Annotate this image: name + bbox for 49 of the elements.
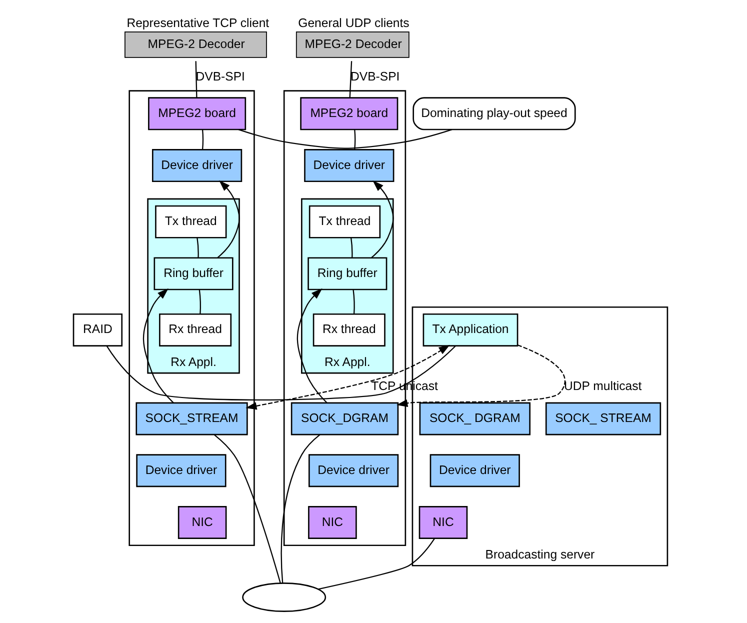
arrow [396, 344, 565, 407]
connector [194, 61, 197, 98]
connector [348, 61, 352, 98]
arrow [142, 288, 174, 404]
node-box: NIC [177, 506, 226, 539]
node-box: Tx thread [154, 205, 226, 238]
arrow [245, 344, 450, 410]
edge-label: UDP multicast [563, 378, 642, 393]
connector [201, 130, 204, 150]
connector [280, 434, 320, 583]
node-box: Device driver [429, 454, 520, 488]
node-box: Device driver [304, 149, 394, 182]
node-box: SOCK_DGRAM [290, 402, 398, 436]
node-box: Ring buffer [153, 257, 233, 290]
node-box: Dominating play-out speed [412, 97, 576, 130]
node-box: SOCK_ STREAM [544, 402, 661, 436]
node-box: Device driver [308, 454, 398, 488]
node-box: RAID [72, 313, 122, 346]
node-box: Rx thread [158, 313, 232, 346]
node-box: Device driver [136, 454, 226, 488]
edge-label: DVB-SPI [350, 69, 400, 84]
node-box: Tx Application [422, 313, 518, 346]
node-box: SOCK_ DGRAM [418, 402, 530, 436]
cluster [128, 90, 254, 546]
node-label: Representative TCP client [126, 16, 269, 30]
arrow [370, 180, 394, 258]
node-box: NIC [308, 506, 356, 539]
node-box: SOCK_STREAM [135, 402, 248, 436]
node-box: Tx thread [308, 205, 380, 238]
connector [352, 290, 354, 314]
edge-label: DVB-SPI [195, 69, 244, 84]
connector [318, 538, 435, 590]
arrow [216, 180, 240, 258]
connector [350, 238, 352, 258]
connector [196, 238, 198, 258]
connector [198, 290, 200, 314]
node-box: MPEG2 board [300, 97, 398, 130]
connector [354, 130, 356, 150]
connector [214, 434, 280, 584]
node-box: Ring buffer [307, 257, 387, 290]
arrow [296, 288, 327, 404]
node-box: MPEG2 board [148, 97, 246, 130]
node-label: General UDP clients [298, 16, 409, 30]
node-box: Rx thread [312, 313, 385, 346]
connector [106, 346, 456, 400]
node-box: Device driver [152, 149, 242, 182]
node-ellipse [242, 582, 326, 612]
connector [238, 129, 452, 149]
node-box: NIC [418, 506, 468, 539]
